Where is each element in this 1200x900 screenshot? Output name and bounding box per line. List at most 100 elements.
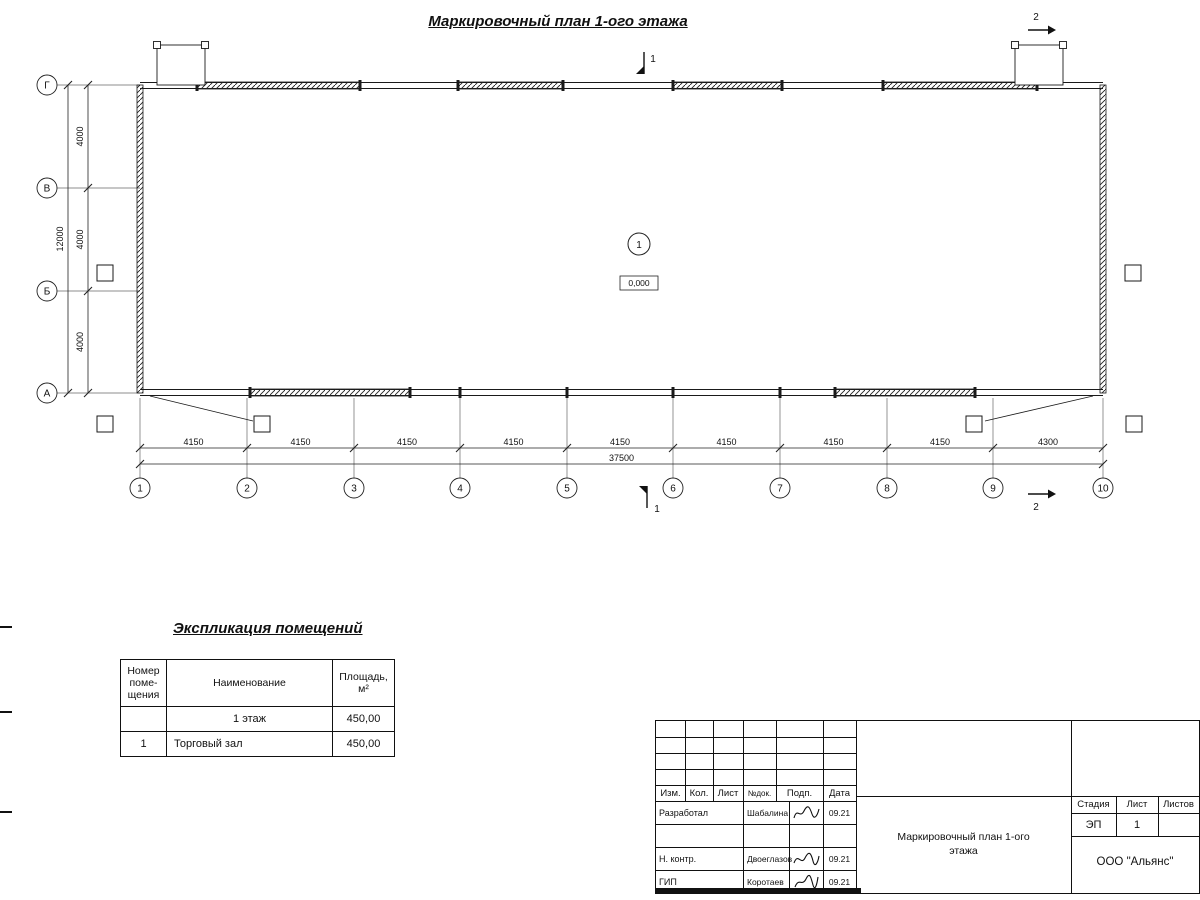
stamp-name: Шабалина <box>747 807 789 818</box>
ramp-lines <box>149 395 1094 422</box>
stamp-col-izm: Изм. <box>660 787 681 799</box>
stamp-sheet-value: 1 <box>1133 818 1141 831</box>
signature-icon <box>789 801 823 824</box>
dim-label: 4150 <box>503 437 523 447</box>
title-block: Изм. Кол. Лист №док. Подп. Дата Разработ… <box>655 720 1200 894</box>
stamp-col-list: Лист <box>717 787 739 799</box>
stamp-col-data: Дата <box>828 787 851 799</box>
cell-area: 450,00 <box>332 731 395 757</box>
col-header-area-line: Площадь, <box>339 670 388 683</box>
table-row: 1 этаж 450,00 <box>120 706 395 732</box>
building-walls <box>136 81 1107 397</box>
dimension-labels: 4150 4150 4150 4150 4150 4150 4150 4150 … <box>55 126 1058 463</box>
axis-label: А <box>44 389 51 400</box>
frame-tick <box>0 811 12 813</box>
stamp-col-kol: Кол. <box>689 787 709 799</box>
axis-label: 9 <box>990 484 996 495</box>
stamp-role: ГИП <box>659 876 677 887</box>
dim-label: 4150 <box>610 437 630 447</box>
axis-label: В <box>44 184 51 195</box>
stamp-date: 09.21 <box>828 807 851 818</box>
axis-label: Б <box>44 287 51 298</box>
col-header-area: Площадь, м² <box>332 659 395 707</box>
dim-label: 4000 <box>75 126 85 146</box>
section-mark-1-top: 1 <box>636 52 656 74</box>
axis-label: 5 <box>564 484 570 495</box>
explication-title: Экспликация помещений <box>173 620 363 637</box>
axis-label: 2 <box>244 484 250 495</box>
col-header-number-line: щения <box>127 689 160 702</box>
section-label: 1 <box>650 54 656 65</box>
stamp-stage-label: Стадия <box>1077 799 1110 810</box>
frame-tick <box>0 711 12 713</box>
axis-label: 3 <box>351 484 357 495</box>
stamp-doc-title-text: Маркировочный план 1-ого этажа <box>897 831 1030 857</box>
sheet-title: Маркировочный план 1-ого этажа <box>428 13 688 30</box>
wall-mullions <box>195 80 1039 398</box>
stamp-company: ООО "Альянс" <box>1096 856 1174 868</box>
cell-number <box>120 706 167 732</box>
signature-icon <box>789 870 823 893</box>
stamp-name: Коротаев <box>747 876 784 887</box>
stamp-date: 09.21 <box>828 876 851 887</box>
pilaster-squares <box>96 264 1143 433</box>
cell-name: 1 этаж <box>166 706 333 732</box>
dim-label: 4000 <box>75 332 85 352</box>
frame-tick <box>0 626 12 628</box>
dim-label: 4150 <box>823 437 843 447</box>
section-label: 2 <box>1033 502 1039 513</box>
cell-area: 450,00 <box>332 706 395 732</box>
elevation-label: 0,000 <box>628 278 650 288</box>
axis-label: 6 <box>670 484 676 495</box>
stamp-doc-title: Маркировочный план 1-ого этажа <box>856 796 1071 893</box>
cell-name: Торговый зал <box>166 731 333 757</box>
stamp-role: Н. контр. <box>659 853 697 864</box>
dim-label: 4000 <box>75 229 85 249</box>
table-row: 1 Торговый зал 450,00 <box>120 731 395 757</box>
axis-label: 7 <box>777 484 783 495</box>
col-header-number: Номер поме- щения <box>120 659 167 707</box>
axis-label: 10 <box>1097 484 1109 495</box>
signature-icon <box>789 847 823 870</box>
axis-label: Г <box>44 81 50 92</box>
dim-total-label: 12000 <box>55 226 65 251</box>
col-header-name: Наименование <box>166 659 333 707</box>
stamp-role: Разработал <box>659 807 708 818</box>
dimension-lines <box>67 85 1103 465</box>
dim-label: 4300 <box>1038 437 1058 447</box>
dim-label: 4150 <box>183 437 203 447</box>
axis-label: 1 <box>137 484 143 495</box>
section-label: 2 <box>1033 12 1039 23</box>
section-mark-1-bottom: 1 <box>639 486 660 515</box>
stamp-name: Двоеглазов <box>747 853 792 864</box>
table-header-row: Номер поме- щения Наименование Площадь, … <box>120 659 395 707</box>
section-mark-2-top: 2 <box>1028 12 1056 35</box>
dim-total-label: 37500 <box>609 453 634 463</box>
section-mark-2-bottom: 2 <box>1028 489 1056 513</box>
axis-bubbles <box>36 74 1114 499</box>
dim-label: 4150 <box>397 437 417 447</box>
axis-label: 8 <box>884 484 890 495</box>
entrance-porches <box>153 41 1067 86</box>
room-mark-label: 1 <box>636 240 642 251</box>
dim-label: 4150 <box>716 437 736 447</box>
stamp-date: 09.21 <box>828 853 851 864</box>
stamp-col-ndoc: №док. <box>747 788 772 798</box>
dimension-ticks <box>63 80 1108 469</box>
stamp-sheet-label: Лист <box>1126 799 1148 810</box>
dim-label: 4150 <box>930 437 950 447</box>
section-label: 1 <box>654 504 660 515</box>
room-mark: 1 <box>627 232 651 256</box>
cell-number: 1 <box>120 731 167 757</box>
stamp-col-podp: Подп. <box>786 787 813 799</box>
axis-labels: Г В Б А 1 2 3 4 5 6 7 8 9 10 <box>44 81 1109 495</box>
col-header-area-line: м² <box>358 683 369 695</box>
explication-table: Номер поме- щения Наименование Площадь, … <box>120 659 395 757</box>
floor-plan: 4150 4150 4150 4150 4150 4150 4150 4150 … <box>36 12 1143 515</box>
elevation-mark: 0,000 <box>619 275 659 291</box>
col-header-number-line: поме- <box>129 676 158 689</box>
axis-label: 4 <box>457 484 463 495</box>
col-header-number-line: Номер <box>127 664 160 677</box>
stamp-stage-value: ЭП <box>1085 818 1102 831</box>
